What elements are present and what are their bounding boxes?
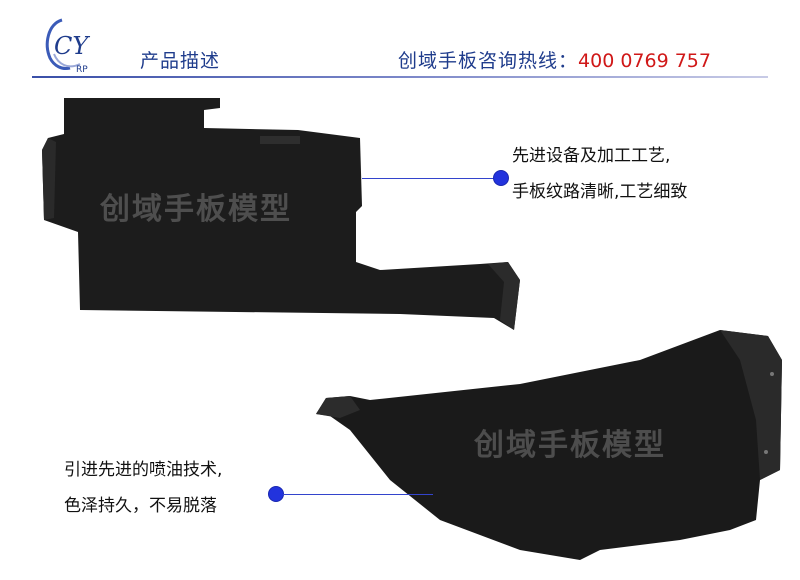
lower-part-end-flange	[720, 330, 782, 480]
callout-line	[283, 494, 433, 495]
callout-line	[362, 178, 500, 179]
watermark: 创域手板模型	[100, 192, 292, 227]
logo: CY RP	[45, 18, 90, 75]
logo-subtext: RP	[76, 65, 88, 75]
callout-dot	[269, 487, 283, 501]
lower-part-hole	[770, 372, 774, 376]
upper-part-flange	[42, 138, 56, 220]
lower-part-body	[316, 330, 782, 560]
callout-line-1: 引进先进的喷油技术,	[64, 460, 223, 480]
hotline-label: 创域手板咨询热线：	[398, 50, 579, 72]
lower-part-tab	[316, 396, 360, 418]
hotline-number: 400 0769 757	[578, 50, 711, 72]
header: CY RP 产品描述 创域手板咨询热线：400 0769 757	[0, 0, 800, 80]
hotline: 创域手板咨询热线：400 0769 757	[398, 46, 711, 73]
upper-part-end-tab	[488, 262, 520, 330]
upper-part-slot	[260, 136, 300, 144]
watermark: 创域手板模型	[474, 428, 666, 463]
logo-text: CY	[54, 32, 90, 60]
upper-part-body	[42, 98, 520, 330]
header-divider	[32, 76, 768, 78]
callout-line-2: 手板纹路清晰,工艺细致	[512, 182, 688, 202]
callout-line-2: 色泽持久，不易脱落	[64, 496, 217, 516]
callout-text-1: 先进设备及加工工艺, 手板纹路清晰,工艺细致	[512, 138, 687, 210]
callout-text-2: 引进先进的喷油技术, 色泽持久，不易脱落	[64, 452, 222, 524]
section-title: 产品描述	[140, 50, 221, 72]
callout-dot	[494, 171, 508, 185]
lower-part-hole	[764, 450, 768, 454]
callout-line-1: 先进设备及加工工艺,	[512, 146, 671, 166]
